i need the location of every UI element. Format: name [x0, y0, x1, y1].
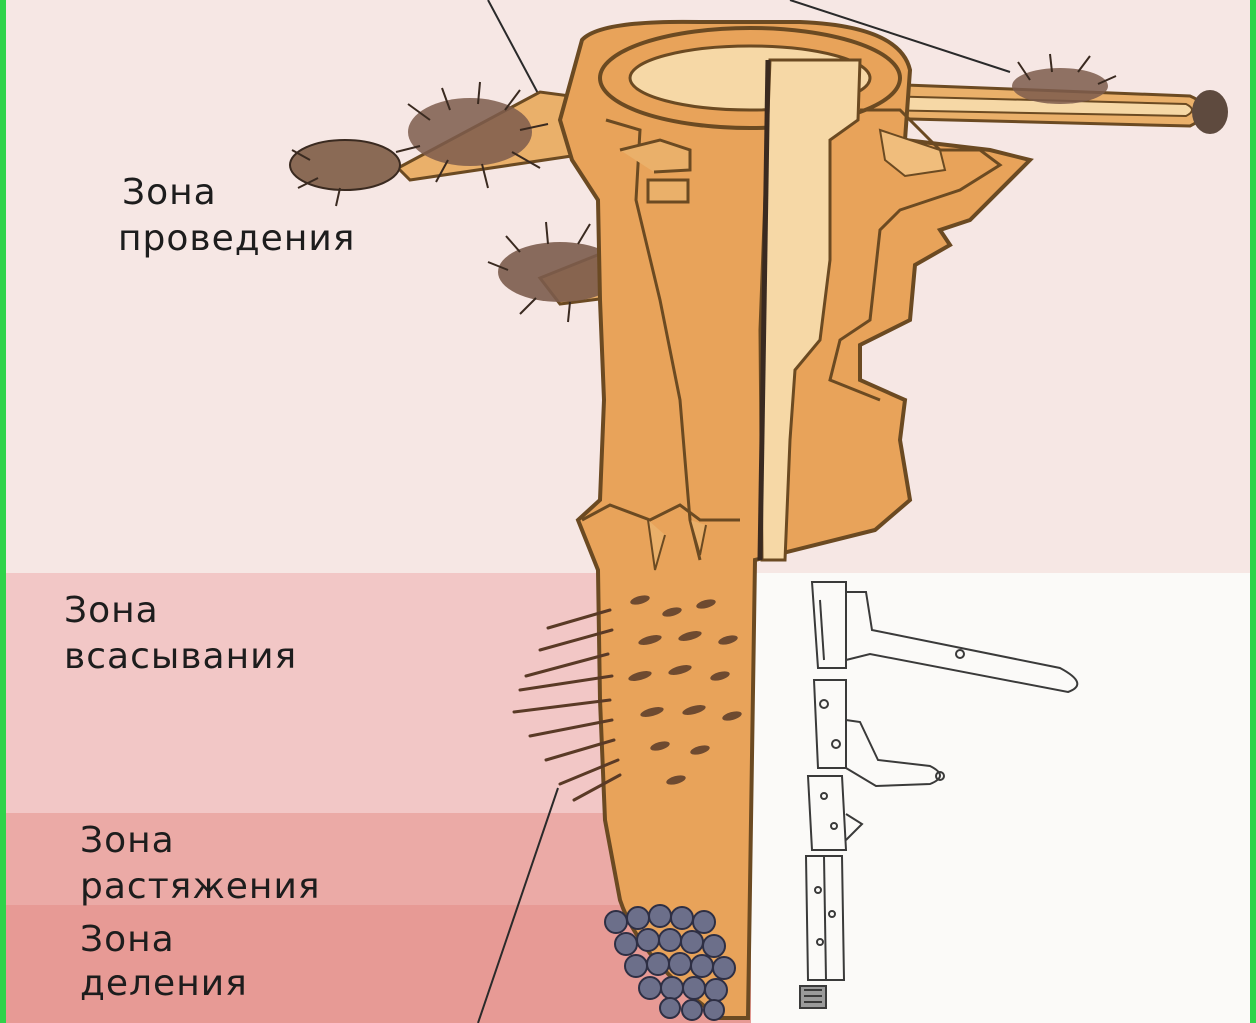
label-absorption-zone: Зона всасывания	[64, 588, 297, 680]
label-elongation-zone-line2: растяжения	[80, 864, 321, 910]
label-division-zone-line1: Зона	[80, 918, 248, 962]
meristem-cells	[605, 905, 735, 1020]
label-absorption-zone-line1: Зона	[64, 588, 297, 634]
lateral-root-right	[870, 54, 1228, 134]
label-absorption-zone-line2: всасывания	[64, 634, 297, 680]
pointer-line-bottom	[478, 788, 558, 1023]
left-border	[0, 0, 6, 1023]
right-border	[1250, 0, 1256, 1023]
label-division-zone-line2: деления	[80, 962, 248, 1006]
cortex-block	[648, 180, 688, 202]
label-conduction-zone-line2: проведения	[118, 216, 355, 262]
label-conduction-zone: Зона проведения	[118, 170, 355, 262]
label-elongation-zone-line1: Зона	[80, 818, 321, 864]
label-division-zone: Зона деления	[80, 918, 248, 1006]
label-conduction-zone-line1: Зона	[118, 170, 355, 216]
root-hair-development-inset	[800, 582, 1077, 1008]
label-elongation-zone: Зона растяжения	[80, 818, 321, 910]
